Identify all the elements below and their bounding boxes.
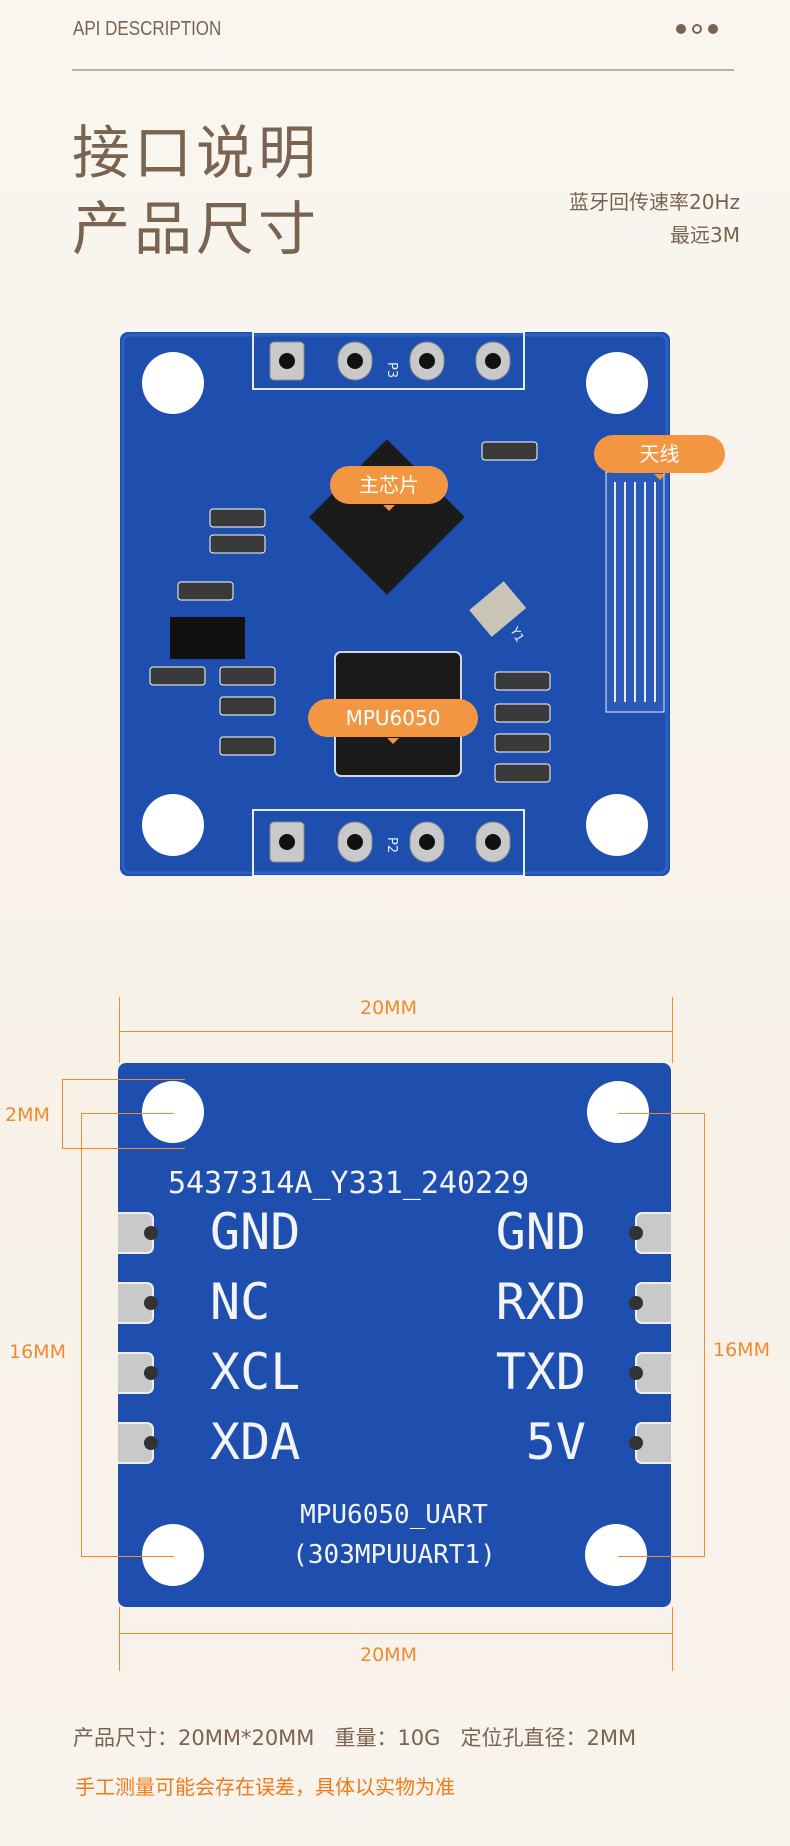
board-model: (303MPUUART1) [292, 1540, 496, 1570]
pin-left-2: NC [210, 1273, 270, 1331]
dim-right-bracket [618, 1113, 705, 1557]
dim-hole-bracket [62, 1079, 185, 1149]
board-name: MPU6050_UART [300, 1500, 488, 1530]
pin-left-1: GND [210, 1203, 300, 1261]
dots-decoration [676, 24, 718, 34]
p3-label: P3 [384, 362, 399, 378]
dim-left-bracket [81, 1113, 174, 1557]
dim-top-label: 20MM [360, 997, 417, 1019]
pin-right-2: RXD [496, 1273, 586, 1331]
pin-right-4: 5V [526, 1413, 586, 1471]
spec-rate: 蓝牙回传速率20Hz [569, 190, 740, 214]
footer-specs: 产品尺寸：20MM*20MM 重量：10G 定位孔直径：2MM [73, 1726, 637, 1750]
dim-left-label: 16MM [9, 1339, 66, 1365]
pcb-bottom-image: 5437314A_Y331_240229 GND NC XCL XDA GND … [118, 1063, 671, 1607]
dim-hole-label: 2MM [5, 1104, 50, 1126]
pin-right-3: TXD [496, 1343, 586, 1401]
title-line-2: 产品尺寸 [72, 195, 321, 263]
dim-line-bottom [119, 1633, 672, 1634]
pin-left-4: XDA [210, 1413, 300, 1471]
board-code: 5437314A_Y331_240229 [168, 1166, 529, 1201]
callout-main-chip: 主芯片 [330, 466, 448, 511]
section-label: API DESCRIPTION [73, 18, 222, 40]
callout-mpu6050: MPU6050 [308, 699, 478, 744]
divider [72, 69, 734, 71]
dim-line-top [119, 1031, 672, 1032]
footer-note: 手工测量可能会存在误差，具体以实物为准 [75, 1775, 455, 1799]
dim-bottom-label: 20MM [360, 1644, 417, 1666]
title-line-1: 接口说明 [72, 119, 321, 187]
p2-label: P2 [384, 837, 399, 853]
pin-right-1: GND [496, 1203, 586, 1261]
callout-antenna: 天线 [594, 435, 725, 480]
dim-right-label: 16MM [713, 1339, 770, 1361]
spec-range: 最远3M [670, 223, 740, 247]
y1-label: Y1 [507, 624, 527, 645]
pin-left-3: XCL [210, 1343, 300, 1401]
pcb-top-image: P3 P2 Y1 [120, 332, 670, 876]
